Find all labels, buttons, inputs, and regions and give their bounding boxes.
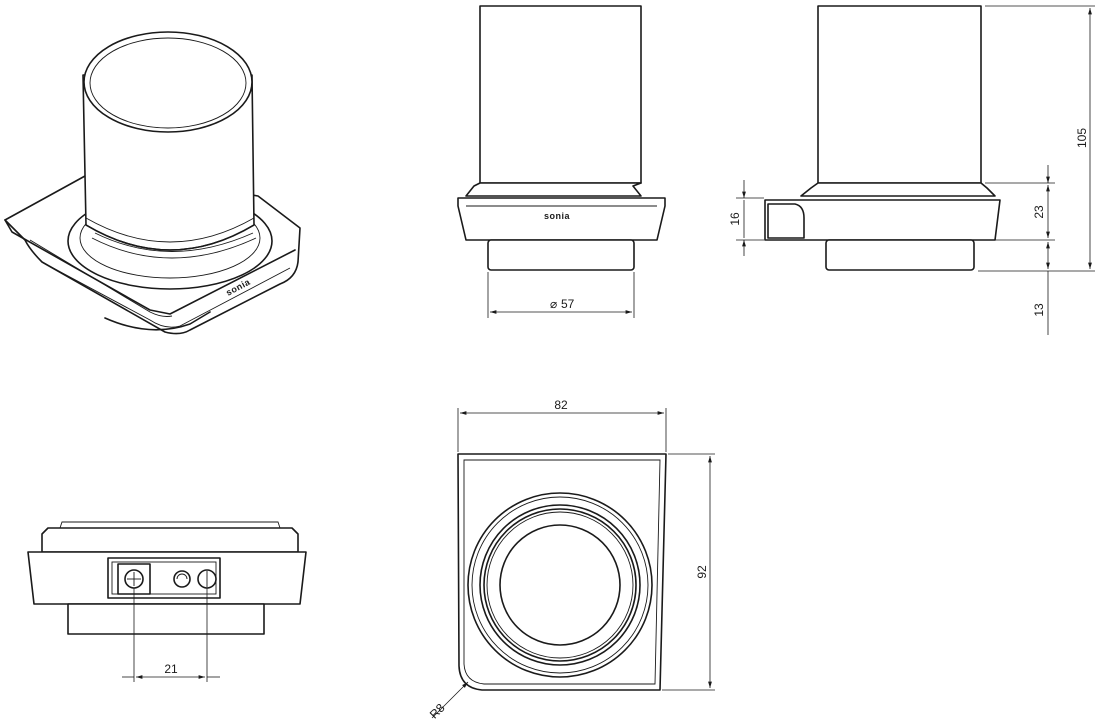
height-total-dim: 105 — [1075, 128, 1089, 148]
width-dim: 82 — [554, 398, 568, 412]
mount-spacing-dim: 21 — [164, 662, 178, 676]
front-view: sonia ⌀ 57 — [457, 5, 666, 318]
side-view: 105 23 13 16 — [728, 5, 1095, 335]
base-height-dim: 16 — [728, 212, 742, 226]
isometric-view: sonia — [4, 31, 301, 335]
diameter-dim: 57 — [561, 297, 575, 311]
brand-mark-front: sonia — [544, 211, 571, 221]
base-offset-dim: 23 — [1032, 205, 1046, 219]
corner-radius-dim: R8 — [427, 701, 448, 722]
depth-dim: 92 — [695, 565, 709, 579]
diameter-symbol: ⌀ — [550, 297, 557, 311]
top-view: 82 92 R8 — [427, 398, 715, 722]
back-view: 21 — [27, 521, 307, 682]
lower-part-dim: 13 — [1032, 303, 1046, 317]
